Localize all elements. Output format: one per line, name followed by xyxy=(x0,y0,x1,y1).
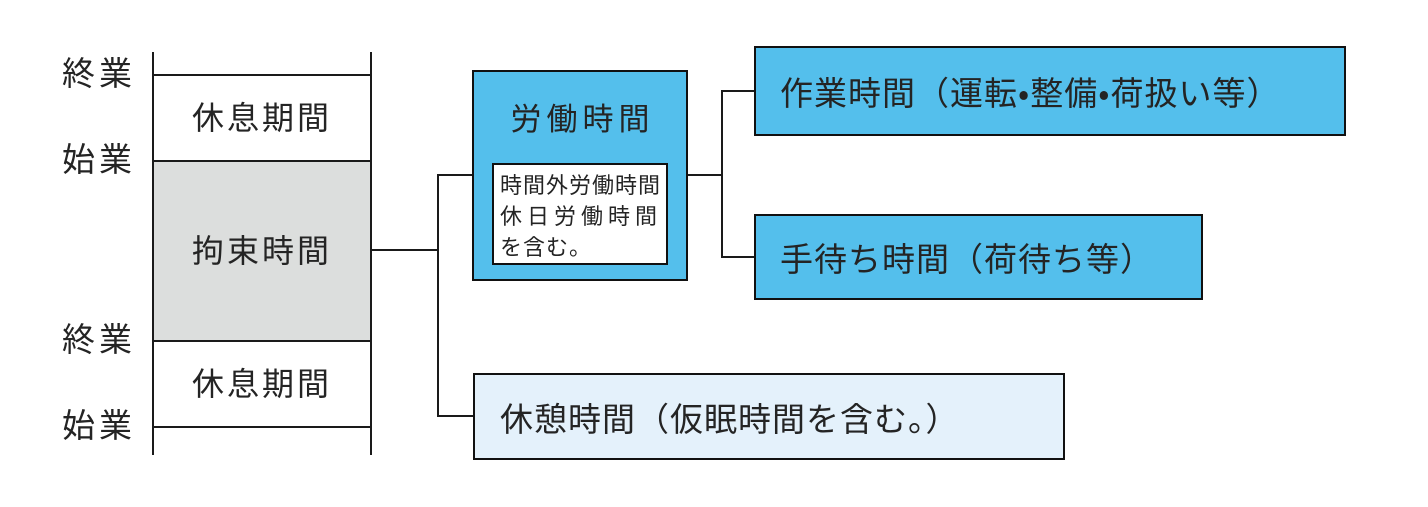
connector-to-work-time xyxy=(721,90,756,92)
connector-binding-to-split xyxy=(371,249,438,251)
waiting-time-box: 手待ち時間（荷待ち等） xyxy=(754,214,1203,300)
tick-label-end-work-1: 終業 xyxy=(62,57,136,93)
work-time-label: 作業時間（運転・整備・荷扱い等） xyxy=(780,77,1281,113)
break-time-label: 休憩時間（仮眠時間を含む。） xyxy=(500,402,960,439)
rest-period-label-2: 休息期間 xyxy=(191,366,332,402)
work-time-box: 作業時間（運転・整備・荷扱い等） xyxy=(754,46,1346,136)
waiting-time-label: 手待ち時間（荷待ち等） xyxy=(780,243,1154,279)
rest-period-label-1: 休息期間 xyxy=(191,100,332,136)
binding-time-label: 拘束時間 xyxy=(191,233,332,269)
labor-time-title: 労働時間 xyxy=(510,102,655,137)
note-line-3: を含む。 xyxy=(500,235,593,260)
tick-label-start-work-1: 始業 xyxy=(62,143,136,179)
tick-line-end-work-1 xyxy=(153,74,370,76)
binding-time-fill xyxy=(154,162,370,340)
connector-labor-to-split xyxy=(688,174,723,176)
timeline-axis-right xyxy=(370,52,372,455)
connector-split-vertical-left xyxy=(437,174,439,417)
connector-to-waiting-time xyxy=(721,256,756,258)
timeline-axis-left xyxy=(152,52,154,455)
tick-label-start-work-2: 始業 xyxy=(62,409,136,445)
tick-label-end-work-2: 終業 xyxy=(62,323,136,359)
overtime-holiday-note-box: 時間外労働時間 休日労働時間 を含む。 xyxy=(492,163,668,265)
connector-split-vertical-right xyxy=(721,90,723,258)
tick-line-start-work-2 xyxy=(153,426,370,428)
break-time-box: 休憩時間（仮眠時間を含む。） xyxy=(473,373,1065,460)
tick-line-start-work-1 xyxy=(153,160,370,162)
connector-to-labor-time xyxy=(437,174,474,176)
note-line-1: 時間外労働時間 xyxy=(500,173,662,198)
connector-to-break-time xyxy=(437,415,475,417)
note-line-2: 休日労働時間 xyxy=(500,204,663,229)
labor-time-box: 労働時間 時間外労働時間 休日労働時間 を含む。 xyxy=(472,70,688,281)
tick-line-end-work-2 xyxy=(153,340,370,342)
